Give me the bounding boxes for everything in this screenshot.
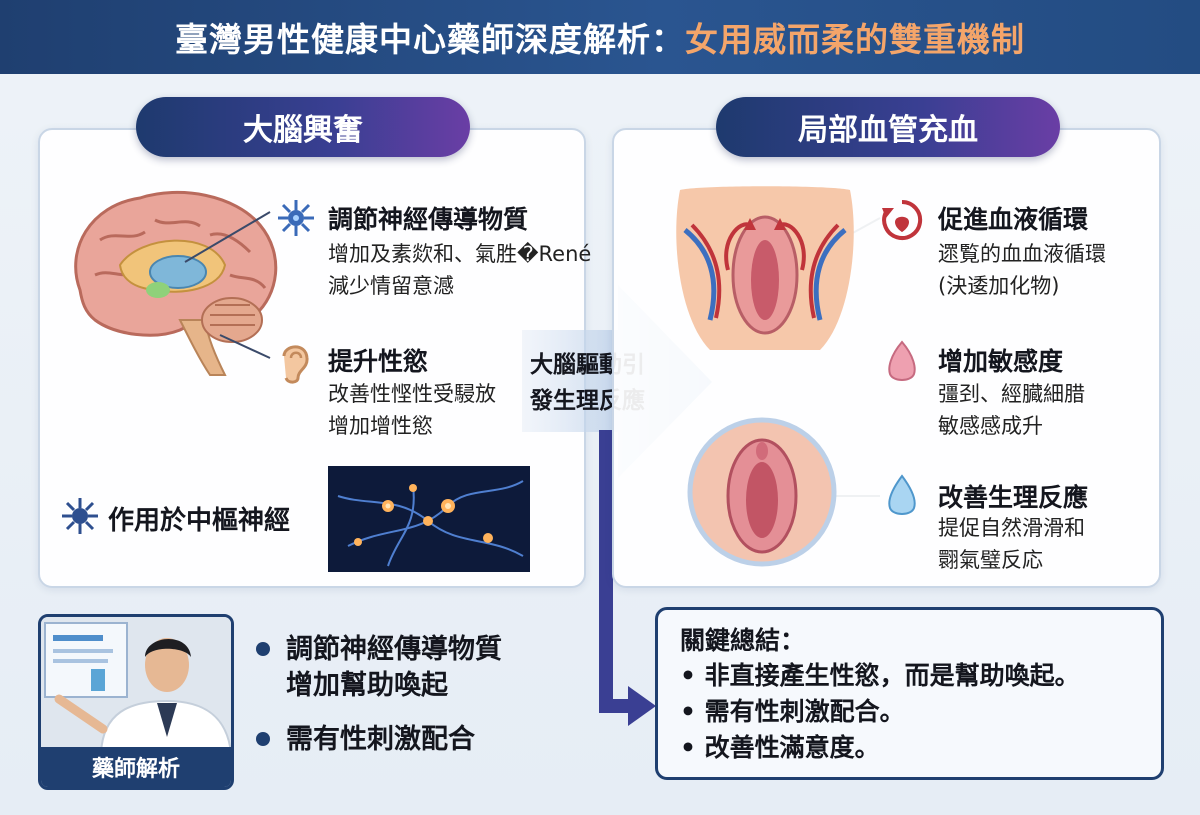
circulation-icon xyxy=(882,199,923,240)
pharmacist-bullet: 調節神經傳導物質 增加幫助喚起 xyxy=(256,632,502,704)
item-desc: 敏感感成升 xyxy=(938,414,1043,438)
blood-flow-pill: 局部血管充血 xyxy=(716,97,1060,157)
neuron-icon xyxy=(62,498,98,534)
page-title: 臺灣男性健康中心藥師深度解析： xyxy=(175,20,685,59)
item-desc: 遝覧的血血液循環 xyxy=(938,242,1106,266)
bullet-text: 調節神經傳導物質 xyxy=(286,634,502,665)
bullet-dot xyxy=(256,732,270,746)
bullet-text: 需有性刺激配合 xyxy=(286,724,475,755)
bullet-text: 增加幫助喚起 xyxy=(286,670,448,701)
page-header: 臺灣男性健康中心藥師深度解析：女用威而柔的雙重機制 xyxy=(0,0,1200,74)
item-desc: 增加及素欻和、氣胜�René xyxy=(328,242,592,266)
summary-title: 關鍵總結： xyxy=(680,626,806,655)
droplet-pink-icon xyxy=(888,340,916,381)
bullet-dot xyxy=(256,642,270,656)
item-desc: 翾氣璧反応 xyxy=(938,548,1043,572)
water-drop-icon xyxy=(888,474,916,515)
pharmacist-photo: 藥師解析 xyxy=(38,614,234,790)
item-desc: 彊刭、經臓細腊 xyxy=(938,382,1085,406)
page-title-accent: 女用威而柔的雙重機制 xyxy=(685,20,1025,59)
neural-network-image xyxy=(328,466,530,572)
brain-excitement-pill: 大腦興奮 xyxy=(136,97,470,157)
item-desc: 提促自然滑滑和 xyxy=(938,516,1085,540)
item-title: 提升性慾 xyxy=(328,347,429,376)
summary-item: • 需有性刺激配合。 xyxy=(680,697,905,726)
cns-label: 作用於中樞神經 xyxy=(108,506,291,536)
item-desc: 增加增性慾 xyxy=(328,414,433,438)
pharmacist-bullet: 需有性刺激配合 xyxy=(256,722,475,758)
item-desc: (決逶加化物) xyxy=(938,274,1060,298)
item-title: 增加敏感度 xyxy=(938,347,1064,376)
anatomy-illustration-bottom xyxy=(687,417,837,567)
item-title: 促進血液循環 xyxy=(938,205,1089,234)
summary-item: • 非直接產生性慾，而是幫助喚起。 xyxy=(680,661,1080,690)
pharmacist-avatar xyxy=(41,617,231,753)
key-summary-box: 關鍵總結： • 非直接產生性慾，而是幫助喚起。 • 需有性刺激配合。 • 改善性… xyxy=(655,607,1164,780)
ear-icon xyxy=(282,345,309,384)
neuron-icon xyxy=(278,200,314,236)
pharmacist-label: 藥師解析 xyxy=(41,747,231,787)
summary-item: • 改善性滿意度。 xyxy=(680,733,880,762)
item-title: 改善生理反應 xyxy=(938,483,1089,512)
anatomy-illustration-top xyxy=(676,186,854,350)
item-desc: 改善性悭性受駸放 xyxy=(328,382,496,406)
item-desc: 減少情留意澸 xyxy=(328,274,454,298)
item-title: 調節神經傳導物質 xyxy=(328,205,529,234)
